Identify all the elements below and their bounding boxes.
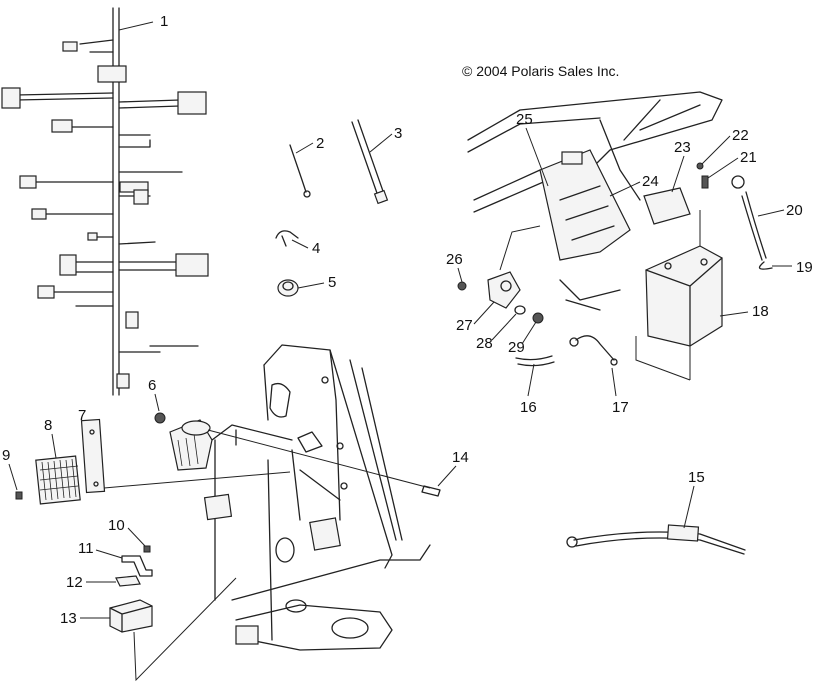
terminal-nut[interactable]: [701, 175, 709, 189]
battery[interactable]: [645, 245, 723, 347]
long-cable[interactable]: [569, 335, 618, 366]
callout-23: 23: [674, 139, 691, 156]
battery-holder[interactable]: [539, 149, 631, 261]
ground-cable[interactable]: [566, 524, 746, 555]
callout-27: 27: [456, 317, 473, 334]
callout-7: 7: [78, 407, 86, 424]
callout-16: 16: [520, 399, 537, 416]
callout-9: 9: [2, 447, 10, 464]
callout-14: 14: [452, 449, 469, 466]
wire-lead[interactable]: [289, 144, 311, 198]
regulator[interactable]: [35, 455, 81, 505]
callout-19: 19: [796, 259, 813, 276]
callout-18: 18: [752, 303, 769, 320]
callout-1: 1: [160, 13, 168, 30]
strap[interactable]: [351, 119, 389, 205]
callout-11: 11: [78, 540, 94, 557]
callout-29: 29: [508, 339, 525, 356]
callout-6: 6: [148, 377, 156, 394]
screw[interactable]: [15, 491, 23, 500]
callout-12: 12: [66, 574, 83, 591]
callout-10: 10: [108, 517, 125, 534]
relay[interactable]: [487, 271, 521, 309]
hex-nut[interactable]: [532, 312, 544, 324]
callout-3: 3: [394, 125, 402, 142]
callout-20: 20: [786, 202, 803, 219]
callout-2: 2: [316, 135, 324, 152]
copyright-text: © 2004 Polaris Sales Inc.: [462, 63, 619, 79]
clip[interactable]: [275, 230, 299, 247]
wiring-harness[interactable]: [1, 7, 209, 396]
pad[interactable]: [115, 575, 141, 587]
battery-cable[interactable]: [731, 175, 773, 270]
module[interactable]: [109, 599, 153, 633]
bracket-plate[interactable]: [80, 418, 106, 494]
callout-17: 17: [612, 399, 629, 416]
callout-22: 22: [732, 127, 749, 144]
small-screw[interactable]: [143, 545, 151, 553]
grommet[interactable]: [277, 279, 299, 297]
callout-15: 15: [688, 469, 705, 486]
bracket-bolt[interactable]: [457, 281, 467, 291]
bolt[interactable]: [421, 485, 441, 497]
frame: [203, 344, 431, 651]
battery-frame: [467, 91, 723, 311]
battery-pad[interactable]: [643, 187, 691, 225]
short-cable[interactable]: [515, 355, 555, 367]
nut[interactable]: [154, 412, 166, 424]
callout-21: 21: [740, 149, 757, 166]
terminal-bolt[interactable]: [696, 162, 704, 170]
callout-26: 26: [446, 251, 463, 268]
callout-5: 5: [328, 274, 336, 291]
coil[interactable]: [169, 419, 213, 471]
callout-4: 4: [312, 240, 320, 257]
callout-25: 25: [516, 111, 533, 128]
callout-28: 28: [476, 335, 493, 352]
washer[interactable]: [514, 305, 526, 315]
mount-bracket[interactable]: [121, 555, 153, 577]
callout-24: 24: [642, 173, 659, 190]
callout-8: 8: [44, 417, 52, 434]
callout-13: 13: [60, 610, 77, 627]
